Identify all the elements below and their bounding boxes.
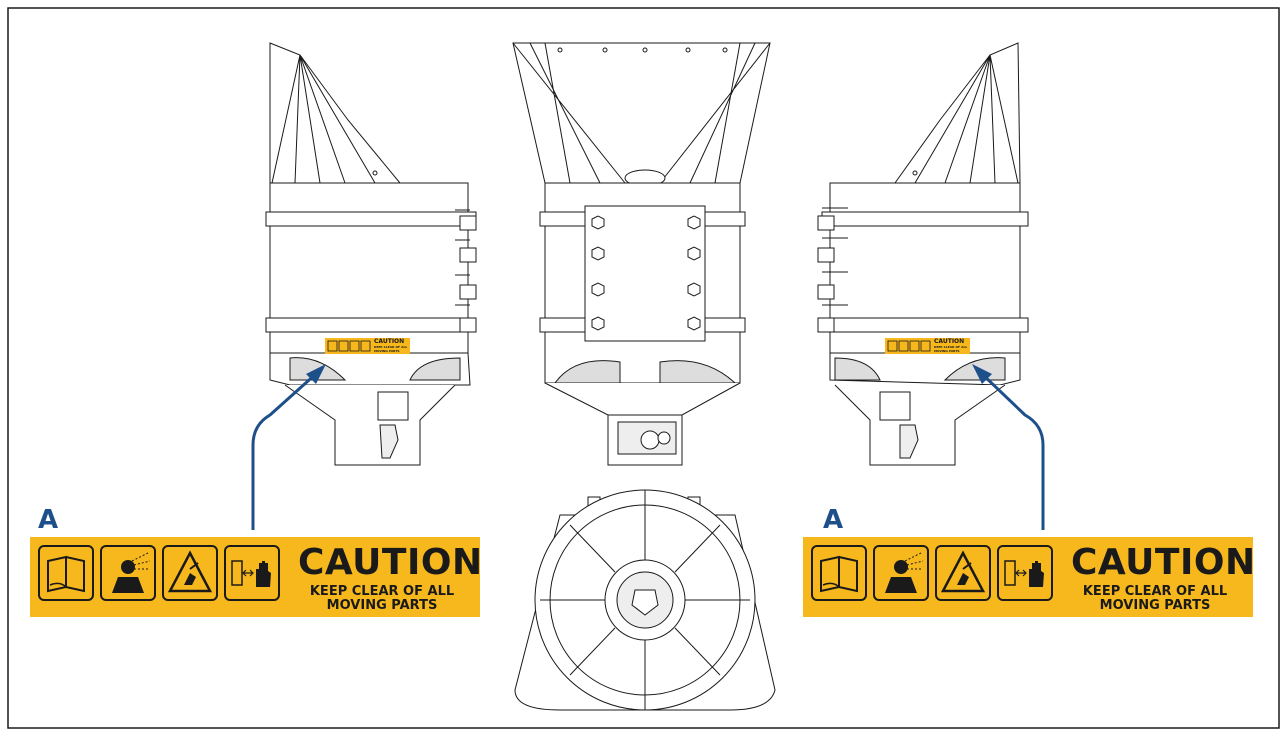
leader-line-right — [972, 364, 1045, 530]
callout-letter-left: A — [38, 505, 59, 535]
caution-title: CAUTION — [298, 542, 483, 583]
small-decal-right-text: CAUTION KEEP CLEAR OF ALL MOVING PARTS — [934, 338, 970, 354]
keep-hand-clear-icon — [224, 545, 280, 601]
small-decal-line2: MOVING PARTS — [374, 349, 400, 353]
left-side-view — [265, 42, 477, 466]
caution-line2: MOVING PARTS — [1099, 598, 1211, 613]
person-spray-hazard-icon — [873, 545, 929, 601]
small-decal-right — [885, 338, 970, 354]
figure-border — [7, 7, 1280, 729]
person-spray-hazard-icon — [100, 545, 156, 601]
small-decal-line2: MOVING PARTS — [934, 349, 960, 353]
keep-hand-clear-icon — [997, 545, 1053, 601]
small-decal-title: CAUTION — [934, 338, 965, 345]
entanglement-warning-icon — [162, 545, 218, 601]
small-decal-title: CAUTION — [374, 338, 405, 345]
small-decal-line1: KEEP CLEAR OF ALL — [374, 345, 408, 349]
caution-line1: KEEP CLEAR OF ALL — [309, 584, 455, 599]
small-decal-left — [325, 338, 410, 354]
small-decal-left-text: CAUTION KEEP CLEAR OF ALL MOVING PARTS — [374, 338, 410, 354]
caution-line2: MOVING PARTS — [326, 598, 438, 613]
callout-letter-right: A — [823, 505, 844, 535]
leader-line-left — [251, 364, 326, 530]
small-decal-line1: KEEP CLEAR OF ALL — [934, 345, 968, 349]
caution-decal-left: CAUTION KEEP CLEAR OF ALL MOVING PARTS — [30, 537, 483, 617]
bottom-view — [514, 489, 776, 711]
caution-line1: KEEP CLEAR OF ALL — [1082, 584, 1228, 599]
front-view — [512, 42, 771, 466]
read-manual-icon — [38, 545, 94, 601]
caution-decal-right: CAUTION KEEP CLEAR OF ALL MOVING PARTS — [803, 537, 1256, 617]
entanglement-warning-icon — [935, 545, 991, 601]
read-manual-icon — [811, 545, 867, 601]
right-side-view — [817, 42, 1029, 466]
caution-title: CAUTION — [1071, 542, 1256, 583]
